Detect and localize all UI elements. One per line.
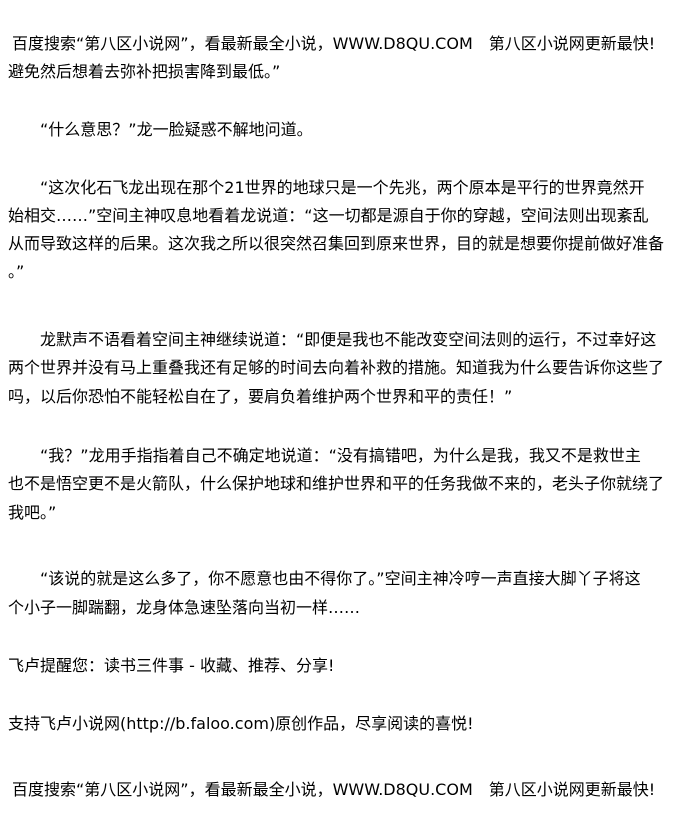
paragraph-line: 两个世界并没有马上重叠我还有足够的时间去向着补救的措施。知道我为什么要告诉你这些… [8,358,665,377]
paragraph-line: 。” [8,262,25,281]
paragraph-line: “该说的就是这么多了，你不愿意也由不得你了。”空间主神冷哼一声直接大脚丫子将这 [40,569,641,588]
paragraph-line: 避免然后想着去弥补把损害降到最低。” [8,62,281,81]
paragraph-line: “这次化石飞龙出现在那个21世界的地球只是一个先兆，两个原本是平行的世界竟然开 [40,178,645,197]
paragraph-line: “什么意思？”龙一脸疑惑不解地问道。 [40,120,313,139]
ad-banner-bottom: 百度搜索“第八区小说网”，看最新最全小说，WWW.D8QU.COM 第八区小说网… [12,780,656,799]
paragraph-line: “我？”龙用手指指着自己不确定地说道：“没有搞错吧，为什么是我，我又不是救世主 [40,446,641,465]
ad-banner-top: 百度搜索“第八区小说网”，看最新最全小说，WWW.D8QU.COM 第八区小说网… [12,34,656,53]
paragraph-line: 也不是悟空更不是火箭队，什么保护地球和维护世界和平的任务我做不来的，老头子你就绕… [8,474,665,493]
paragraph-line: 个小子一脚踹翻，龙身体急速坠落向当初一样…… [8,598,361,617]
support-text: 支持飞卢小说网(http://b.faloo.com)原创作品，尽享阅读的喜悦! [8,714,474,733]
paragraph-line: 龙默声不语看着空间主神继续说道：“即便是我也不能改变空间法则的运行，不过幸好这 [40,330,657,349]
paragraph-line: 我吧。” [8,503,57,522]
reminder-text: 飞卢提醒您：读书三件事 - 收藏、推荐、分享! [8,656,335,675]
paragraph-line: 吗，以后你恐怕不能轻松自在了，要肩负着维护两个世界和平的责任！” [8,387,513,406]
paragraph-line: 始相交……”空间主神叹息地看着龙说道：“这一切都是源自于你的穿越，空间法则出现紊… [8,206,649,225]
paragraph-line: 从而导致这样的后果。这次我之所以很突然召集回到原来世界，目的就是想要你提前做好准… [8,234,665,253]
